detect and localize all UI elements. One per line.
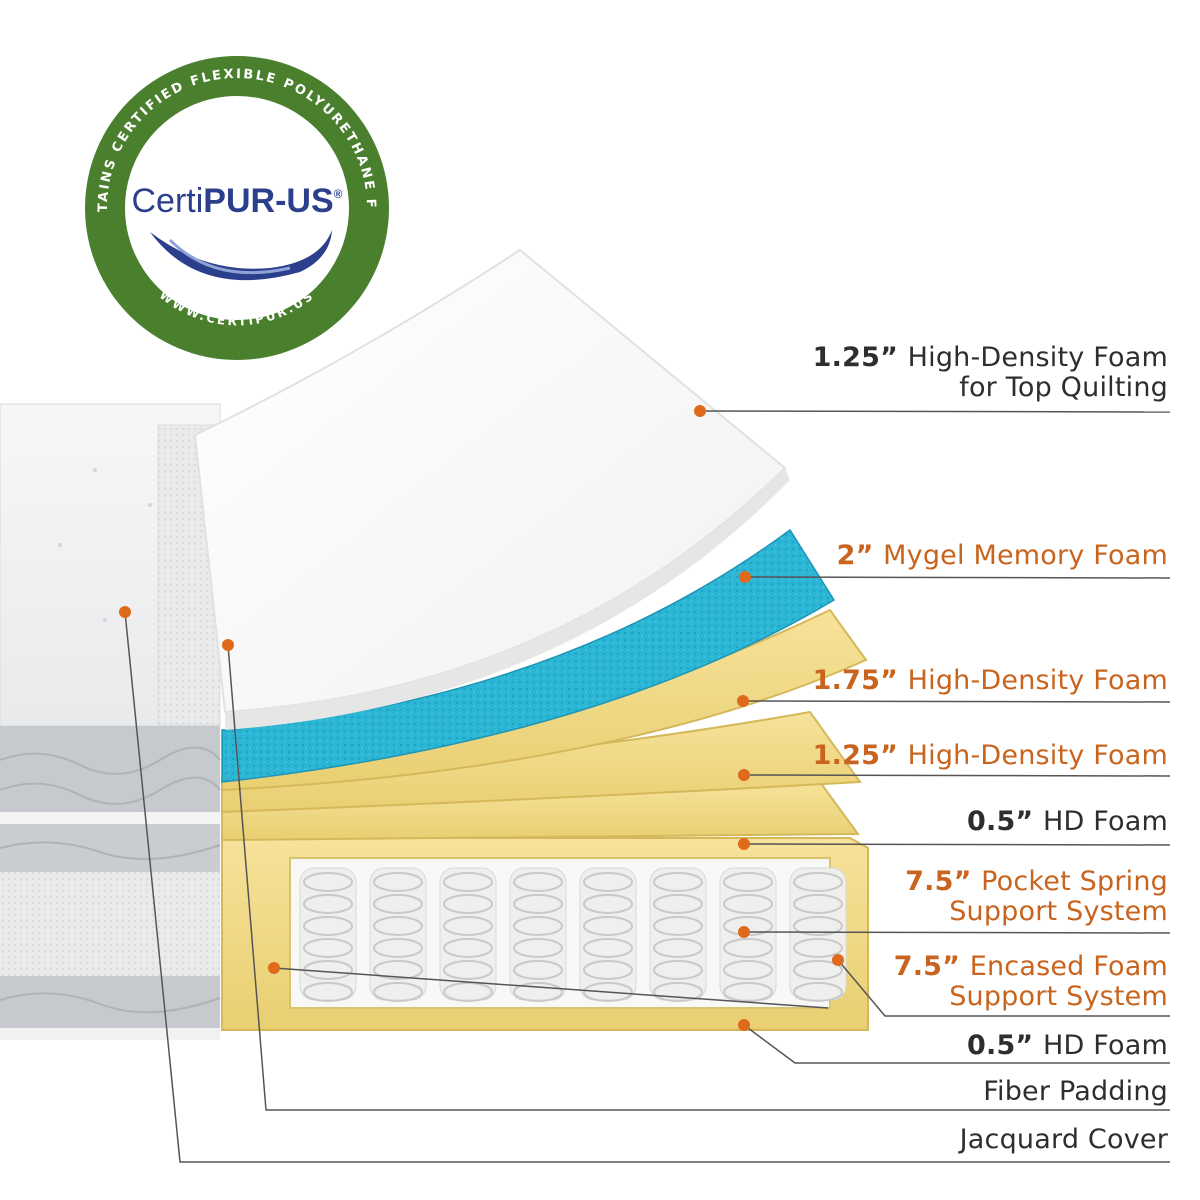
leader-line-hd125 [743,774,1171,777]
spring-coil [579,867,637,1002]
spring-coil [299,867,357,1002]
leader-line-hd175 [742,700,1171,703]
label-encased-line1: 7.5” Encased Foam [893,951,1168,982]
label-hd05b: 0.5” HD Foam [967,1031,1168,1061]
spring-coil [439,867,497,1002]
label-hd175-thickness: 1.75” [812,665,908,696]
spring-coil [789,867,847,1002]
leader-dot-cover [119,606,131,618]
label-gel: 2” Mygel Memory Foam [837,541,1168,571]
label-hd175: 1.75” High-Density Foam [813,666,1168,696]
leader-line-spring [743,931,1171,934]
leader-dot-top [694,405,706,417]
leader-line-hd05a [743,843,1171,846]
leader-dot-fiber [222,639,234,651]
leader-line-cover [124,611,1170,1163]
label-hd125: 1.25” High-Density Foam [813,741,1168,771]
leader-line-fiber [227,644,1170,1111]
leader-dot-spring [738,926,750,938]
label-cover: Jacquard Cover [960,1125,1168,1155]
label-fiber: Fiber Padding [983,1077,1168,1107]
label-hd175-line1: 1.75” High-Density Foam [812,665,1168,696]
label-hd125-line1: 1.25” High-Density Foam [812,740,1168,771]
leader-dot-hd175 [737,695,749,707]
label-encased-line2: Support System [949,981,1168,1012]
encased-foam-block [221,837,869,1031]
label-gel-thickness: 2” [836,540,884,571]
badge-brand-text: CertiPUR-US® [132,182,343,220]
certipur-badge: CONTAINS CERTIFIED FLEXIBLE POLYURETHANE… [0,0,394,365]
spring-coil [509,867,567,1002]
label-top-line2: for Top Quilting [959,372,1168,403]
spring-coil [649,867,707,1002]
spring-coil [369,867,427,1002]
leader-dot-gel [739,571,751,583]
leader-line-encased-left [273,967,829,1009]
label-encased-thickness: 7.5” [893,951,970,982]
label-spring-line2: Support System [949,896,1168,927]
label-hd125-thickness: 1.25” [812,740,908,771]
label-top-thickness: 1.25” [812,342,908,373]
label-hd05b-line1: 0.5” HD Foam [967,1030,1168,1061]
leader-dot-hd05b [738,1019,750,1031]
leader-lines [124,410,1171,1163]
leader-dots [119,405,844,1031]
label-top-line1: 1.25” High-Density Foam [812,342,1168,373]
label-gel-line1: 2” Mygel Memory Foam [836,540,1168,571]
leader-line-encased [837,959,1170,1017]
leader-dot-hd05a [738,838,750,850]
leader-dot-hd125 [738,769,750,781]
leader-dot-encased [832,954,844,966]
leader-dot-encased-left [268,962,280,974]
label-hd05b-thickness: 0.5” [967,1030,1043,1061]
pocket-spring-coils [299,867,847,1002]
label-spring-thickness: 7.5” [905,866,982,897]
gel-memory-foam-layer [221,528,836,783]
label-hd05a-thickness: 0.5” [967,806,1043,837]
leader-line-gel [744,576,1171,579]
leader-line-hd05b [743,1024,1170,1064]
label-fiber-line1: Fiber Padding [983,1076,1168,1107]
label-cover-line1: Jacquard Cover [959,1124,1168,1155]
label-hd05a-line1: 0.5” HD Foam [967,806,1168,837]
label-hd05a: 0.5” HD Foam [967,807,1168,837]
leader-line-top [699,410,1171,413]
label-spring-line1: 7.5” Pocket Spring [905,866,1168,897]
